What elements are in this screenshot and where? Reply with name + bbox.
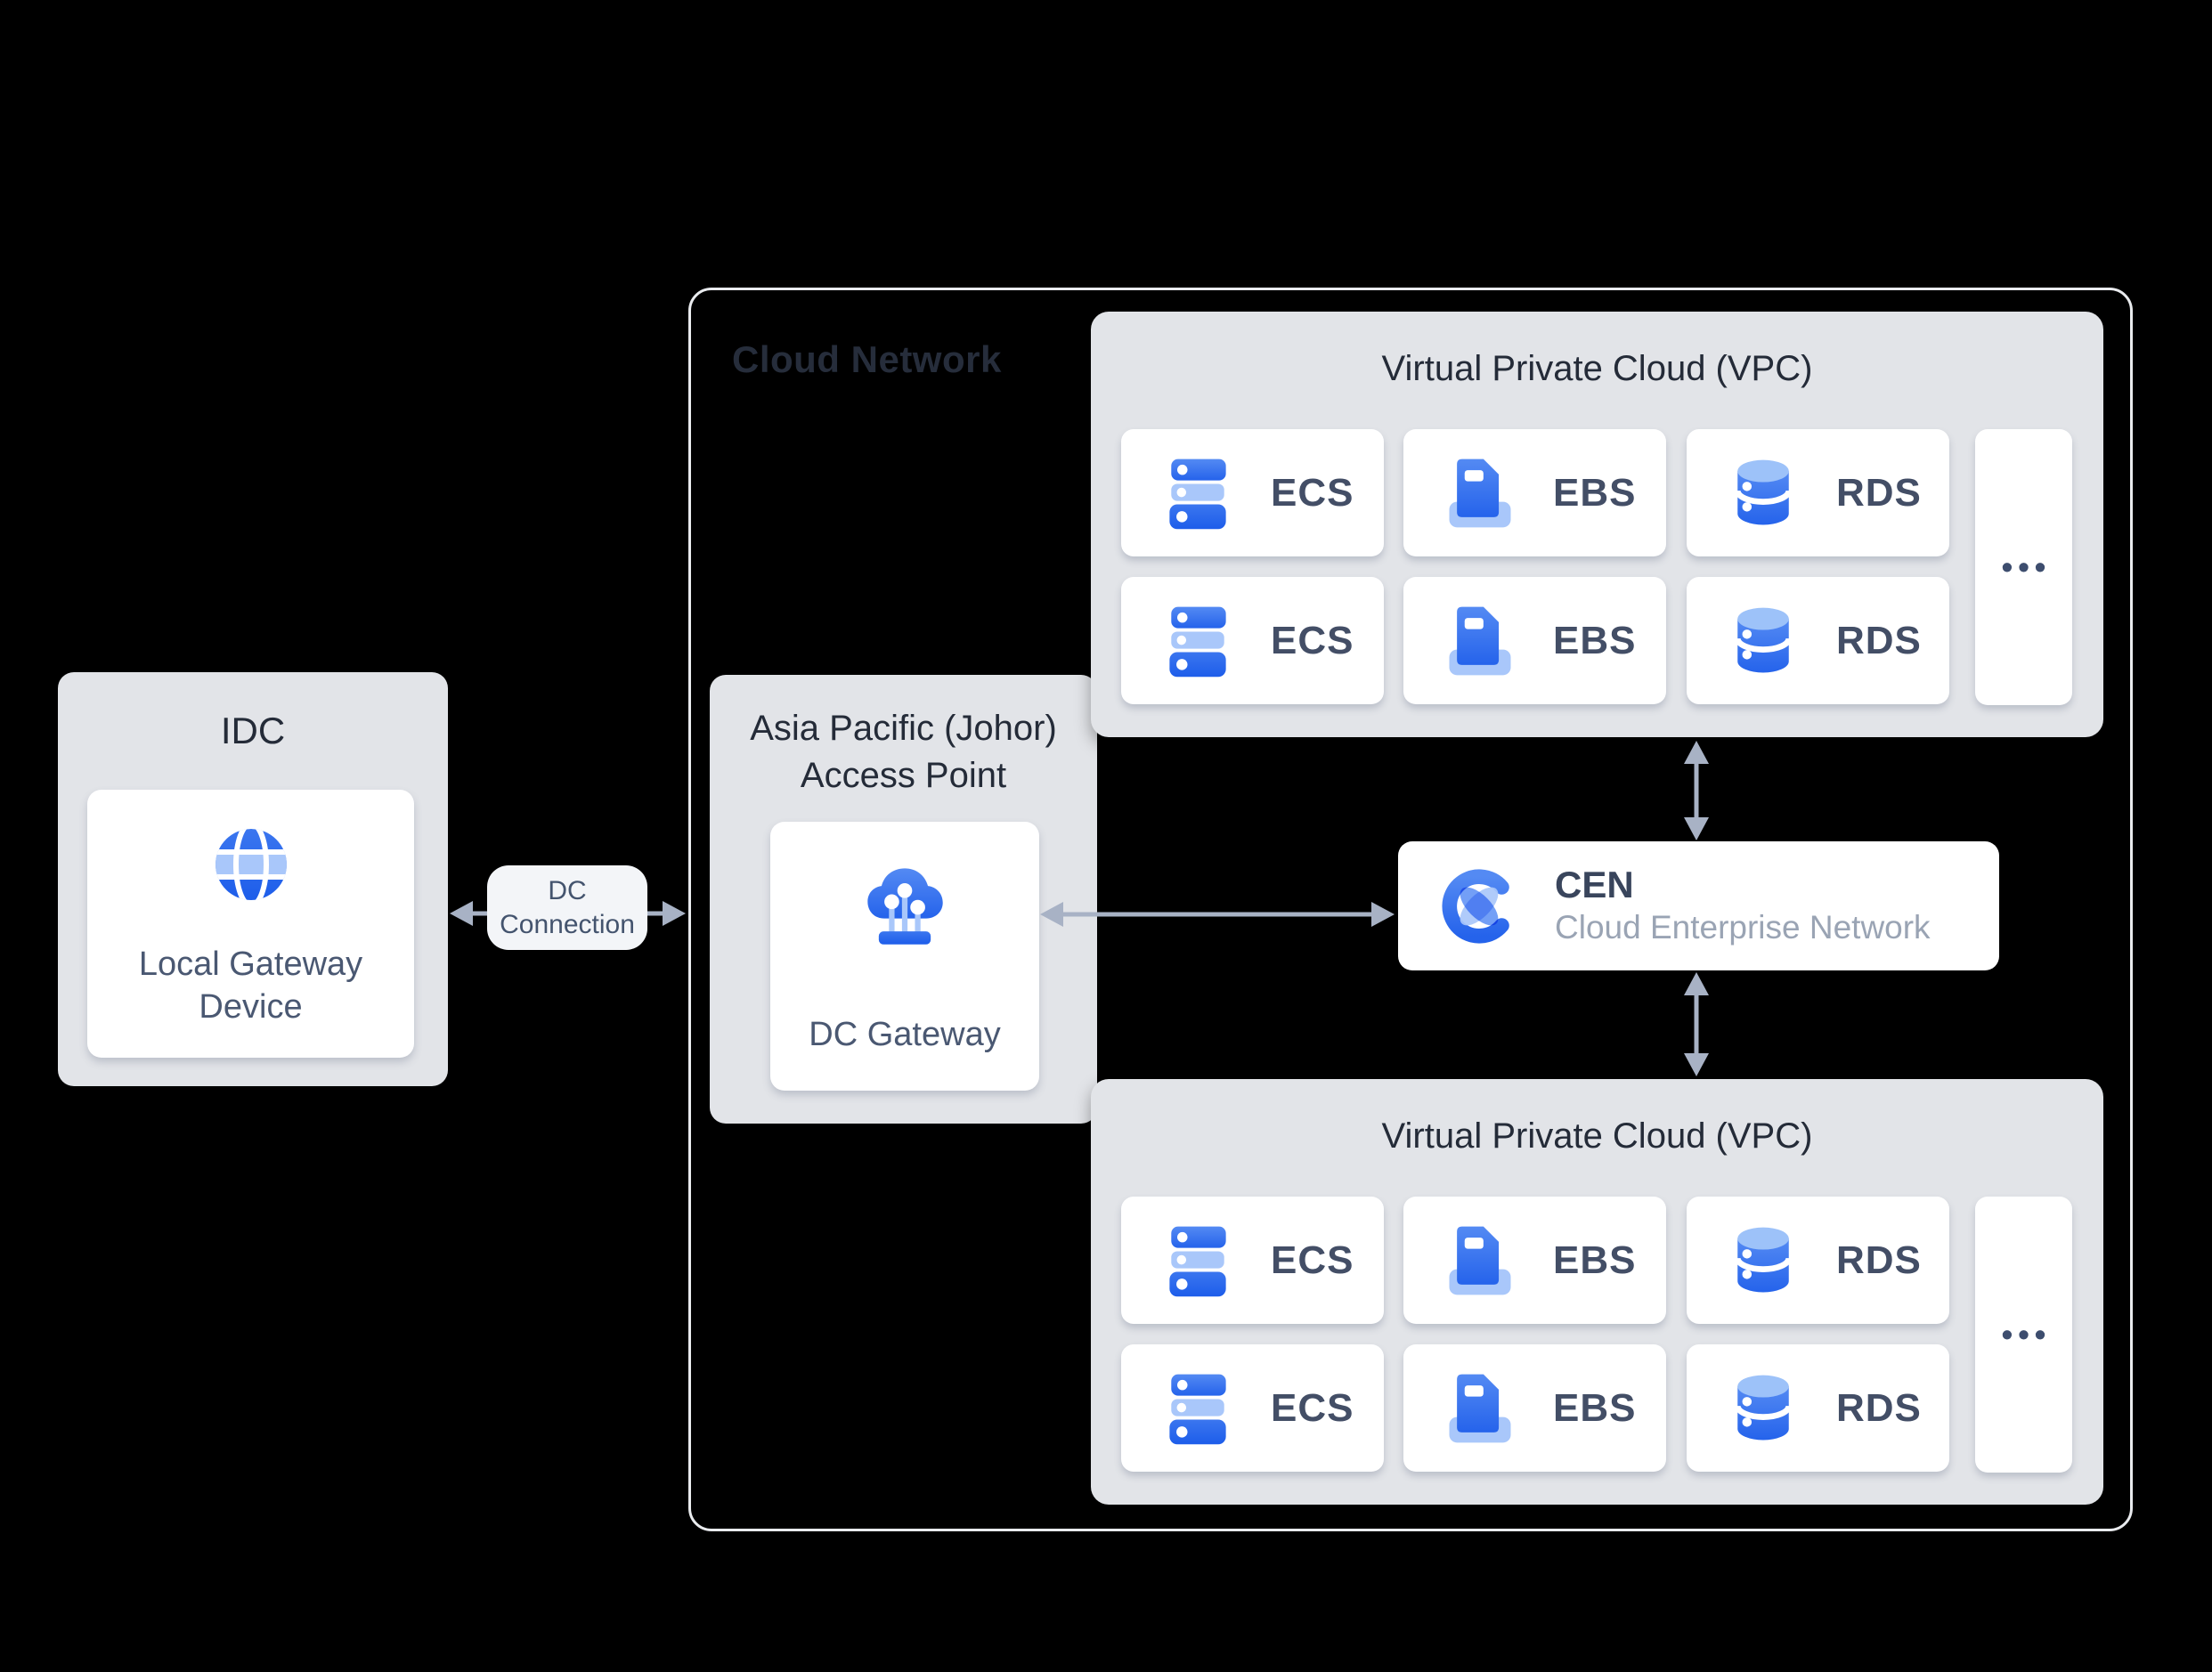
service-card-rds: RDS [1687, 577, 1949, 704]
vpc-top-title: Virtual Private Cloud (VPC) [1381, 349, 1813, 388]
local-gateway-label: Local Gateway Device [138, 945, 363, 1027]
globe-icon [208, 822, 294, 907]
ecs-icon [1157, 600, 1239, 682]
service-label: RDS [1836, 618, 1922, 662]
idc-title: IDC [220, 710, 286, 751]
service-label: EBS [1553, 1238, 1637, 1282]
service-label: ECS [1271, 470, 1354, 515]
ecs-icon [1157, 1220, 1239, 1302]
cen-title: CEN [1555, 864, 1634, 906]
dc-connection-line1: DC [548, 876, 587, 905]
ebs-icon [1439, 1368, 1521, 1449]
ellipsis-icon: ••• [2001, 1316, 2052, 1352]
service-card-rds: RDS [1687, 429, 1949, 556]
service-label: ECS [1271, 618, 1354, 662]
access-point-box: Asia Pacific (Johor) Access Point DC Gat… [710, 675, 1097, 1124]
more-services-card: ••• [1975, 1197, 2072, 1473]
cloud-network-label: Cloud Network [732, 338, 1002, 380]
service-card-rds: RDS [1687, 1344, 1949, 1472]
service-label: EBS [1553, 1385, 1637, 1430]
service-card-ebs: EBS [1403, 1344, 1666, 1472]
dc-gateway-icon [860, 861, 949, 950]
service-label: EBS [1553, 470, 1637, 515]
ebs-icon [1439, 600, 1521, 682]
dc-gateway-card: DC Gateway [770, 822, 1039, 1091]
access-point-title-line2: Access Point [800, 755, 1007, 795]
more-services-card: ••• [1975, 429, 2072, 705]
service-label: EBS [1553, 618, 1637, 662]
service-label: RDS [1836, 470, 1922, 515]
dc-connection-label: DC Connection [487, 865, 647, 950]
cen-icon [1437, 862, 1521, 951]
vpc-top-box: Virtual Private Cloud (VPC) ECS EBS RDS … [1091, 312, 2103, 737]
access-point-title: Asia Pacific (Johor) Access Point [710, 705, 1097, 799]
local-gateway-card: Local Gateway Device [87, 790, 414, 1058]
dc-gateway-label: DC Gateway [809, 1016, 1001, 1054]
ecs-icon [1157, 1368, 1239, 1449]
service-label: RDS [1836, 1385, 1922, 1430]
service-label: ECS [1271, 1385, 1354, 1430]
ebs-icon [1439, 1220, 1521, 1302]
vpc-bottom-title: Virtual Private Cloud (VPC) [1381, 1116, 1813, 1156]
cloud-network-container: Cloud Network [688, 288, 2133, 1531]
rds-icon [1722, 1220, 1804, 1302]
rds-icon [1722, 600, 1804, 682]
service-label: RDS [1836, 1238, 1922, 1282]
rds-icon [1722, 1368, 1804, 1449]
service-card-ecs: ECS [1121, 1344, 1384, 1472]
ebs-icon [1439, 452, 1521, 534]
service-card-ecs: ECS [1121, 577, 1384, 704]
cen-subtitle: Cloud Enterprise Network [1555, 908, 1931, 946]
service-card-ebs: EBS [1403, 577, 1666, 704]
service-card-ebs: EBS [1403, 1197, 1666, 1324]
service-label: ECS [1271, 1238, 1354, 1282]
service-card-rds: RDS [1687, 1197, 1949, 1324]
cen-text: CEN Cloud Enterprise Network [1555, 864, 1931, 948]
service-card-ebs: EBS [1403, 429, 1666, 556]
service-card-ecs: ECS [1121, 1197, 1384, 1324]
ellipsis-icon: ••• [2001, 548, 2052, 585]
service-card-ecs: ECS [1121, 429, 1384, 556]
cen-box: CEN Cloud Enterprise Network [1398, 841, 1999, 970]
rds-icon [1722, 452, 1804, 534]
idc-box: IDC Local Gateway Device [58, 672, 448, 1086]
access-point-title-line1: Asia Pacific (Johor) [750, 709, 1057, 748]
ecs-icon [1157, 452, 1239, 534]
vpc-bottom-box: Virtual Private Cloud (VPC) ECS EBS RDS … [1091, 1079, 2103, 1505]
dc-connection-line2: Connection [500, 909, 635, 939]
